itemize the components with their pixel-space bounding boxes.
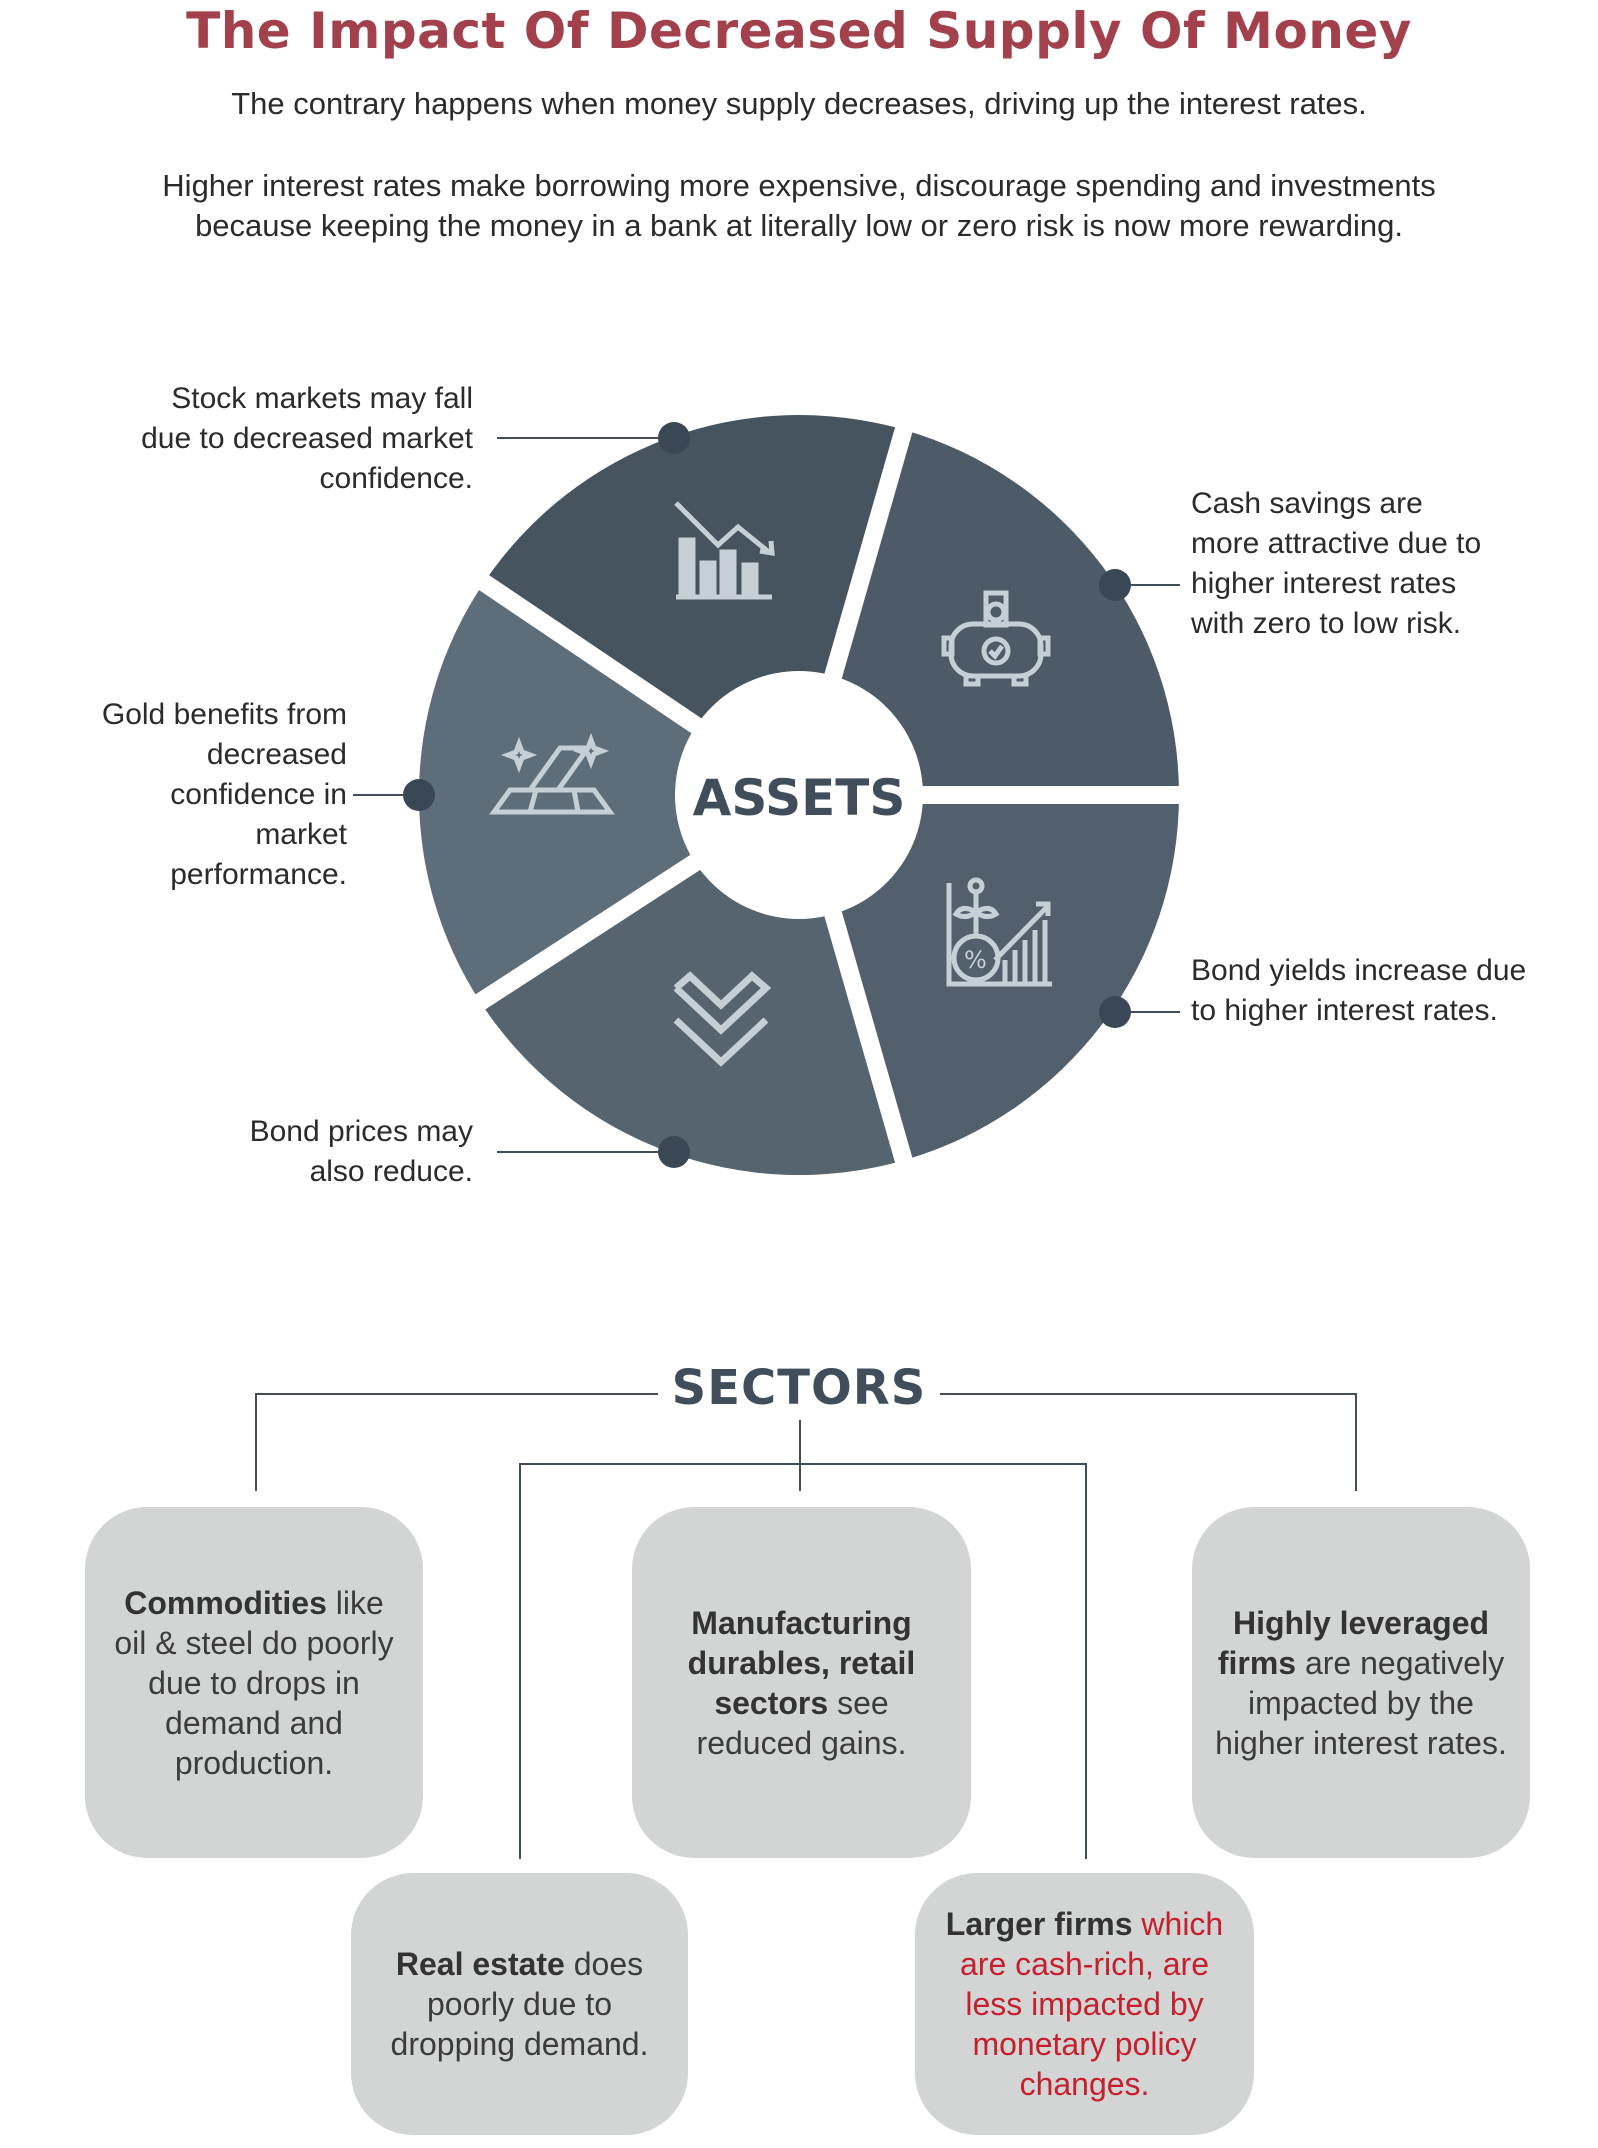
intro-paragraph: Higher interest rates make borrowing mor… bbox=[162, 168, 1436, 243]
sectors-heading-wrap: SECTORS bbox=[0, 1360, 1598, 1416]
sector-box-larger-firms: Larger firms which are cash-rich, are le… bbox=[915, 1873, 1254, 2135]
assets-center-circle bbox=[675, 671, 923, 919]
tree-line bbox=[1085, 1463, 1087, 1859]
sector-bold: Larger firms bbox=[945, 1906, 1133, 1942]
growth-chart-money-bag-icon: % bbox=[946, 877, 1052, 987]
tree-line bbox=[519, 1463, 521, 1859]
bond-prices-dot bbox=[658, 1136, 690, 1168]
sector-text: are negatively impacted by the higher in… bbox=[1215, 1644, 1507, 1761]
page-title: The Impact Of Decreased Supply Of Money bbox=[186, 2, 1412, 60]
stock-markets-label: Stock markets may fall due to decreased … bbox=[141, 382, 473, 495]
stock-markets-dot bbox=[658, 422, 690, 454]
piggy-bank-icon bbox=[941, 590, 1051, 687]
sectors-heading: SECTORS bbox=[657, 1360, 941, 1416]
sector-bold: Real estate bbox=[395, 1946, 565, 1982]
bond-yields-dot bbox=[1099, 996, 1131, 1028]
sector-box-manufacturing: Manufacturing durables, retail sectors s… bbox=[632, 1507, 971, 1858]
falling-bar-chart-icon bbox=[674, 501, 775, 600]
cash-savings-dot bbox=[1099, 569, 1131, 601]
sector-text: see reduced gains. bbox=[696, 1684, 907, 1761]
tree-line-middle bbox=[519, 1463, 1086, 1465]
gold-segment bbox=[419, 582, 799, 1002]
tree-line bbox=[1355, 1393, 1357, 1491]
double-chevron-down-icon bbox=[673, 971, 772, 1067]
sector-bold: Commodities bbox=[124, 1584, 327, 1621]
svg-text:%: % bbox=[964, 946, 987, 974]
bond-prices-label: Bond prices may also reduce. bbox=[249, 1115, 473, 1188]
sector-box-leveraged-firms: Highly leveraged firms are negatively im… bbox=[1192, 1507, 1530, 1858]
sector-text-highlight: which are cash-rich, are less impacted b… bbox=[960, 1906, 1224, 2102]
sector-box-commodities: Commodities like oil & steel do poorly d… bbox=[85, 1507, 423, 1858]
gold-dot bbox=[403, 779, 435, 811]
sector-text: like oil & steel do poorly due to drops … bbox=[114, 1584, 394, 1781]
cash-savings-label: Cash savings are more attractive due to … bbox=[1191, 487, 1482, 640]
tree-line bbox=[255, 1393, 257, 1491]
subtitle: The contrary happens when money supply d… bbox=[231, 86, 1367, 121]
assets-wheel: ASSETS bbox=[353, 415, 1180, 1175]
gold-bars-icon bbox=[489, 732, 615, 815]
tree-line bbox=[799, 1420, 801, 1491]
sector-bold: Highly leveraged firms bbox=[1217, 1604, 1490, 1681]
sector-box-real-estate: Real estate does poorly due to dropping … bbox=[351, 1873, 688, 2135]
sector-text: does poorly due to dropping demand. bbox=[390, 1946, 649, 2062]
sector-bold: Manufacturing durables, retail sectors bbox=[687, 1604, 916, 1721]
assets-center-label: ASSETS bbox=[693, 769, 906, 827]
bond-yields-label: Bond yields increase due to higher inter… bbox=[1191, 954, 1527, 1027]
gold-label: Gold benefits from decreased confidence … bbox=[101, 698, 347, 891]
